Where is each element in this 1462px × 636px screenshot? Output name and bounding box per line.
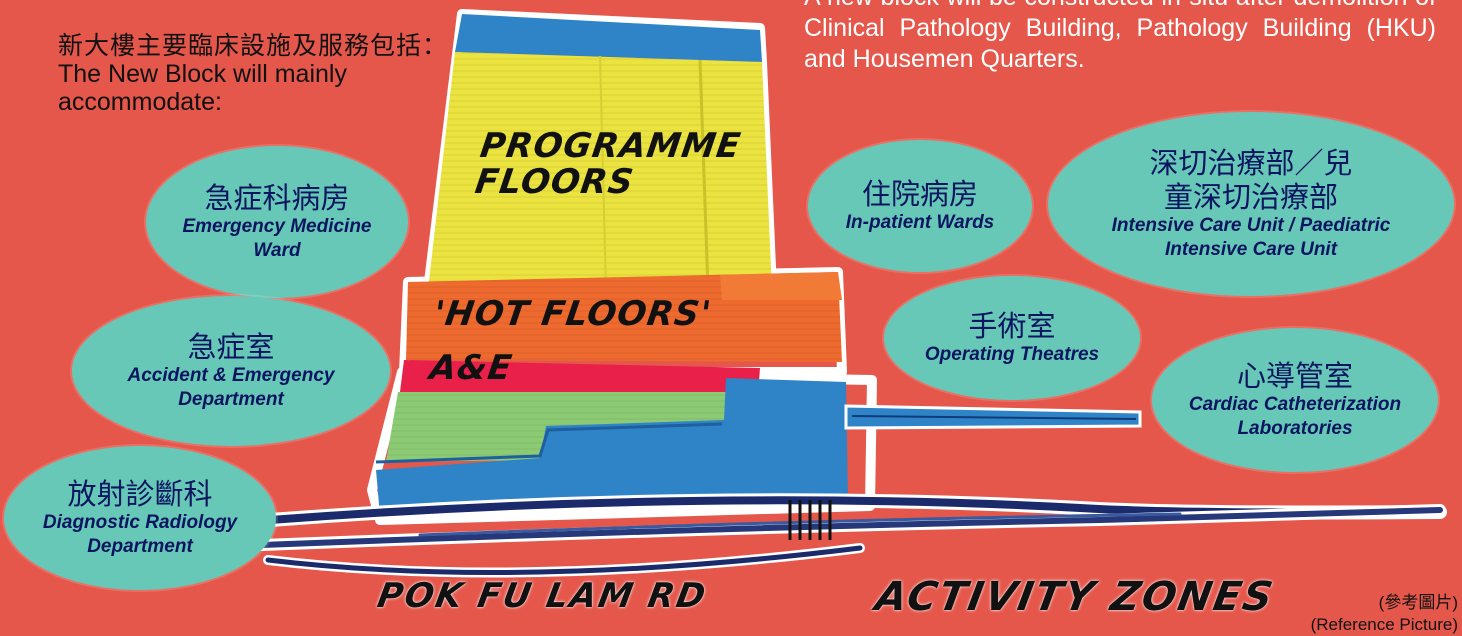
hot-floors-label: 'HOT FLOORS' bbox=[431, 294, 715, 334]
facility-accident-emergency: 急症室 Accident & Emergency Department bbox=[72, 296, 390, 446]
facility-zh: 手術室 bbox=[968, 309, 1056, 343]
road-lines bbox=[256, 493, 1447, 578]
facility-en: Cardiac Catheterization Laboratories bbox=[1188, 394, 1402, 439]
facility-zh: 急症室 bbox=[187, 330, 275, 364]
facility-en: In-patient Wards bbox=[845, 212, 995, 233]
facility-emergency-medicine-ward: 急症科病房 Emergency Medicine Ward bbox=[146, 146, 408, 298]
reference-picture-note: (參考圖片) (Reference Picture) bbox=[1311, 592, 1458, 636]
intro-en: The New Block will mainly accommodate: bbox=[58, 60, 347, 116]
intro-text: 新大樓主要臨床設施及服務包括： The New Block will mainl… bbox=[58, 32, 478, 116]
facility-zh: 住院病房 bbox=[861, 177, 978, 211]
reference-en: (Reference Picture) bbox=[1310, 615, 1458, 634]
facility-en: Emergency Medicine Ward bbox=[182, 216, 372, 261]
facility-en: Operating Theatres bbox=[924, 344, 1100, 365]
facility-zh: 放射診斷科 bbox=[67, 477, 213, 511]
facility-en: Intensive Care Unit / Paediatric Intensi… bbox=[1111, 215, 1391, 260]
facility-icu-picu: 深切治療部／兒童深切治療部 Intensive Care Unit / Paed… bbox=[1048, 112, 1454, 296]
reference-zh: (參考圖片) bbox=[1378, 593, 1458, 612]
programme-floors-label: PROGRAMME FLOORS bbox=[472, 126, 744, 202]
ae-label: A&E bbox=[427, 348, 516, 388]
base-block bbox=[376, 378, 848, 516]
facility-en: Accident & Emergency Department bbox=[127, 365, 335, 410]
facility-en: Diagnostic Radiology Department bbox=[42, 512, 238, 557]
facility-zh: 深切治療部／兒童深切治療部 bbox=[1149, 146, 1353, 214]
facility-cardiac-cath-labs: 心導管室 Cardiac Catheterization Laboratorie… bbox=[1152, 328, 1438, 472]
roof-band bbox=[455, 14, 762, 62]
facility-inpatient-wards: 住院病房 In-patient Wards bbox=[808, 140, 1032, 272]
construction-note: A new block will be constructed in-situ … bbox=[804, 0, 1436, 73]
road-label: POK FU LAM RD bbox=[374, 576, 711, 616]
facility-diagnostic-radiology: 放射診斷科 Diagnostic Radiology Department bbox=[4, 446, 276, 590]
ae-band bbox=[400, 360, 760, 394]
facility-operating-theatres: 手術室 Operating Theatres bbox=[884, 276, 1140, 400]
intro-zh: 新大樓主要臨床設施及服務包括： bbox=[58, 32, 449, 60]
facility-zh: 心導管室 bbox=[1236, 359, 1353, 393]
activity-zones-label: ACTIVITY ZONES bbox=[871, 574, 1278, 620]
facility-zh: 急症科病房 bbox=[204, 181, 350, 215]
